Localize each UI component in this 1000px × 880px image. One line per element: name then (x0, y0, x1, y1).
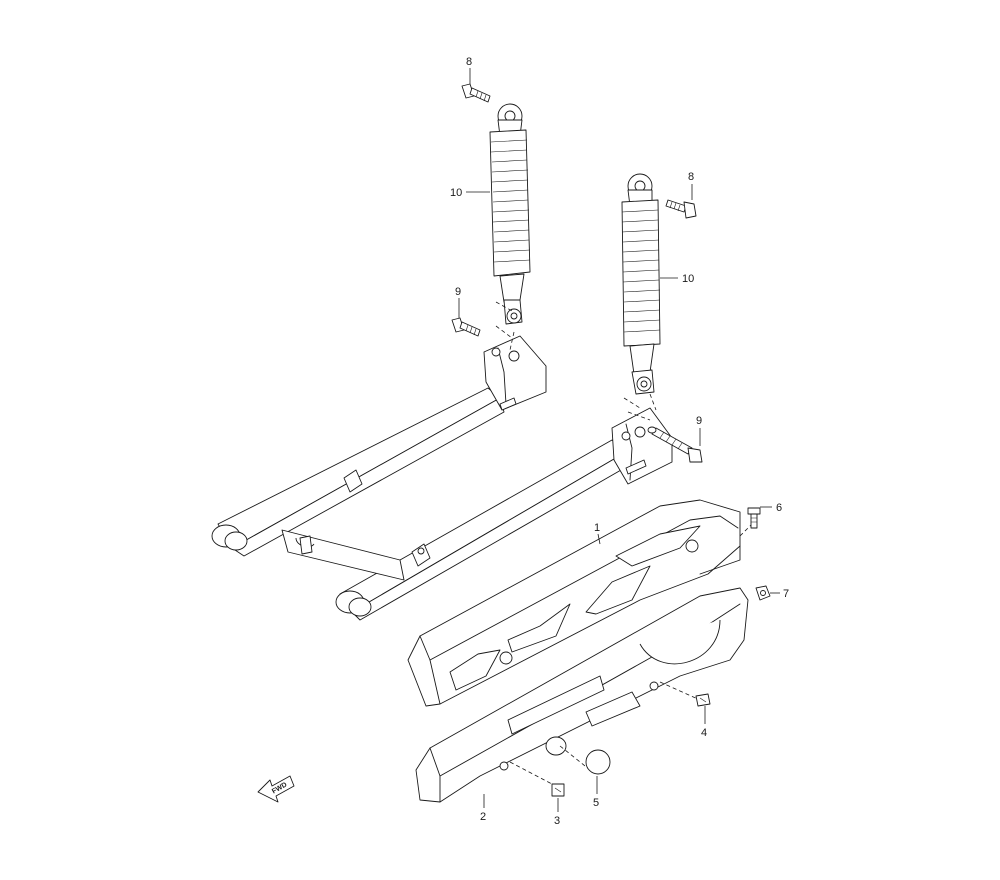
cap-5 (585, 749, 611, 775)
callout-9-right: 9 (696, 415, 702, 427)
callout-5: 5 (593, 797, 599, 809)
chain-case-lower (415, 587, 749, 803)
callout-1: 1 (594, 522, 600, 534)
bolt-9-left (451, 317, 481, 337)
swingarm (211, 335, 673, 621)
rear-shock-left (489, 103, 531, 351)
callout-8-left: 8 (466, 56, 472, 68)
bolt-8-left (461, 83, 491, 103)
rear-shock-right (621, 173, 661, 421)
nut-7 (755, 585, 771, 601)
bolt-4 (695, 693, 711, 707)
callout-7: 7 (783, 588, 789, 600)
bolt-8-right (665, 199, 697, 219)
callout-10-right: 10 (682, 273, 694, 285)
bolt-3 (551, 783, 565, 797)
chain-case-upper (407, 499, 757, 707)
callout-2: 2 (480, 811, 486, 823)
callout-6: 6 (776, 502, 782, 514)
leader-lines (458, 68, 780, 812)
bolt-9-right (647, 426, 703, 463)
callout-8-right: 8 (688, 171, 694, 183)
callout-9-left: 9 (455, 286, 461, 298)
bolt-6 (747, 507, 761, 529)
callout-10-left: 10 (450, 187, 462, 199)
callout-labels: 8 10 9 8 10 9 1 6 7 4 2 3 5 (450, 56, 789, 827)
callout-3: 3 (554, 815, 560, 827)
callout-4: 4 (701, 727, 707, 739)
fwd-arrow-icon: FWD (257, 775, 295, 803)
